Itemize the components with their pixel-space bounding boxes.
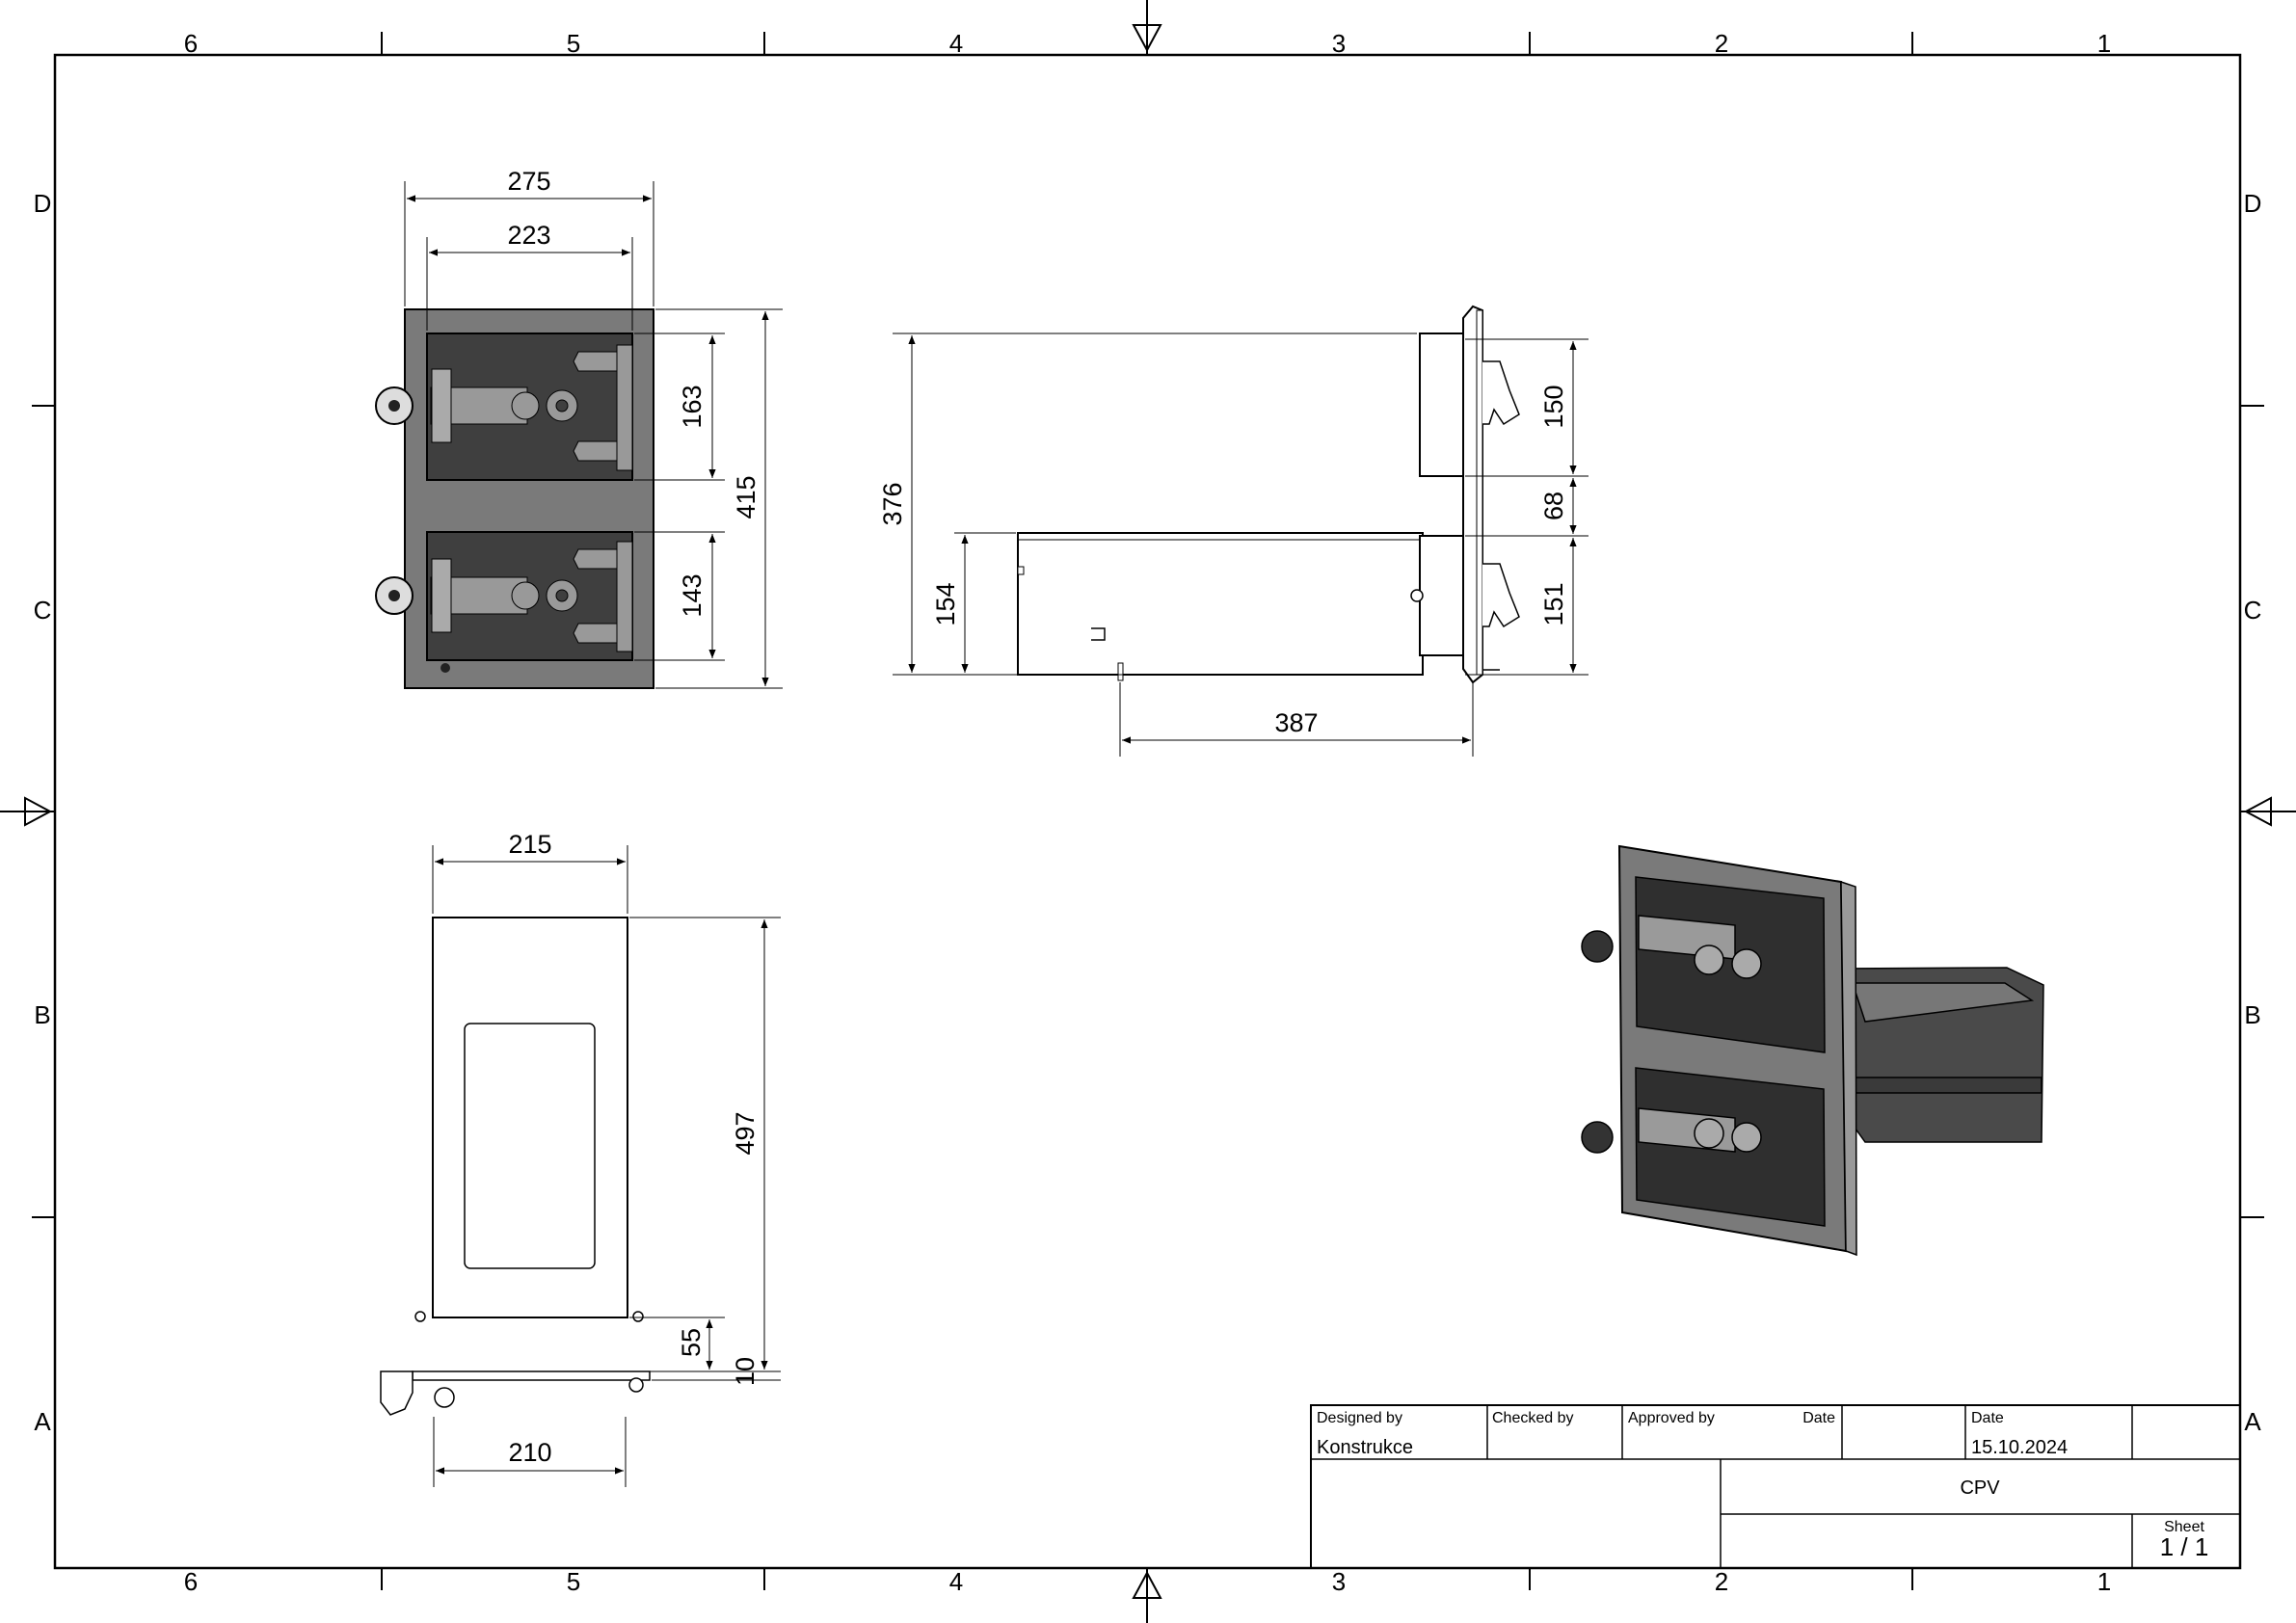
dim-150: 150 <box>1539 385 1568 428</box>
dim-275: 275 <box>507 167 550 196</box>
zone-col-5-top: 5 <box>567 29 580 58</box>
side-view-dimensions <box>893 333 1589 757</box>
dim-387: 387 <box>1274 708 1318 737</box>
approved-date-label: Date <box>1802 1410 1835 1426</box>
date-label: Date <box>1971 1410 2004 1426</box>
top-view-dimensions <box>432 845 781 1487</box>
zone-col-2-bottom: 2 <box>1715 1567 1728 1596</box>
dim-143: 143 <box>678 573 707 617</box>
front-view-dimension-labels: 275 223 163 143 415 <box>507 167 761 618</box>
date-value: 15.10.2024 <box>1971 1437 2068 1458</box>
title-block <box>1310 1404 2241 1569</box>
dim-223: 223 <box>507 221 550 250</box>
dim-151: 151 <box>1539 582 1568 625</box>
dim-10: 10 <box>731 1357 760 1386</box>
zone-row-b-left: B <box>34 1000 50 1029</box>
zone-col-6-top: 6 <box>184 29 198 58</box>
dim-376: 376 <box>878 482 907 525</box>
drawing-frame <box>32 32 2264 1590</box>
zone-col-3-top: 3 <box>1332 29 1346 58</box>
dim-68: 68 <box>1539 492 1568 520</box>
designed-by-label: Designed by <box>1317 1410 1402 1426</box>
dim-497: 497 <box>731 1111 760 1155</box>
dim-215: 215 <box>508 830 551 859</box>
dim-415: 415 <box>732 475 761 519</box>
designed-by-value: Konstrukce <box>1317 1437 1413 1458</box>
zone-row-a-right: A <box>2244 1407 2261 1436</box>
zone-row-c-right: C <box>2244 596 2262 625</box>
zone-row-c-left: C <box>34 596 52 625</box>
top-view <box>380 917 651 1416</box>
zone-col-5-bottom: 5 <box>567 1567 580 1596</box>
zone-row-d-left: D <box>34 189 52 218</box>
zone-col-4-top: 4 <box>949 29 963 58</box>
sheet-value: 1 / 1 <box>2160 1532 2209 1561</box>
isometric-view <box>1581 844 2044 1257</box>
top-view-dimension-labels: 215 497 55 10 210 <box>508 830 760 1467</box>
lower-knob-icon <box>375 576 414 615</box>
zone-col-3-bottom: 3 <box>1332 1567 1346 1596</box>
zone-col-1-top: 1 <box>2097 29 2111 58</box>
upper-door <box>426 333 633 481</box>
zone-col-2-top: 2 <box>1715 29 1728 58</box>
zone-row-labels: D C B A D C B A <box>34 189 2262 1436</box>
sheet-label: Sheet <box>2164 1519 2204 1535</box>
lower-door <box>426 531 633 661</box>
zone-row-a-left: A <box>34 1407 51 1436</box>
upper-knob-icon <box>375 386 414 425</box>
front-view <box>375 308 654 689</box>
zone-col-1-bottom: 1 <box>2097 1567 2111 1596</box>
zone-column-labels: 6 5 4 3 2 1 6 5 4 3 2 1 <box>184 29 2111 1596</box>
zone-col-6-bottom: 6 <box>184 1567 198 1596</box>
zone-col-4-bottom: 4 <box>949 1567 963 1596</box>
dim-55: 55 <box>677 1328 706 1357</box>
side-view-dimension-labels: 376 154 150 68 151 387 <box>878 385 1568 737</box>
dim-163: 163 <box>678 385 707 428</box>
title-block-text: Designed by Konstrukce Checked by Approv… <box>1317 1410 2208 1561</box>
checked-by-label: Checked by <box>1492 1410 1574 1426</box>
side-view <box>1017 305 1520 684</box>
drawing-title: CPV <box>1960 1477 2000 1499</box>
front-view-dimensions <box>404 181 783 689</box>
dim-154: 154 <box>931 582 960 625</box>
zone-row-b-right: B <box>2244 1000 2260 1029</box>
approved-by-label: Approved by <box>1628 1410 1715 1426</box>
dim-210: 210 <box>508 1438 551 1467</box>
zone-row-d-right: D <box>2244 189 2262 218</box>
